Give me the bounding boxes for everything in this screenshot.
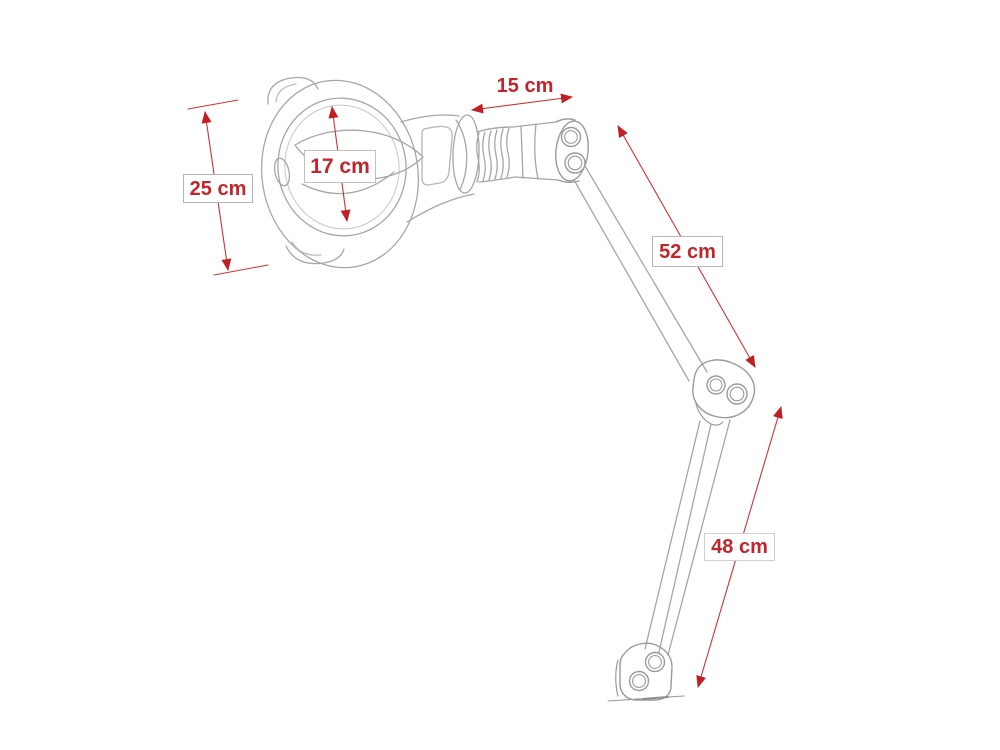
dimension-label-lower-arm: 48 cm (704, 533, 775, 561)
base-bracket-drawing (607, 642, 685, 702)
dimension-label-head-height: 25 cm (183, 174, 253, 203)
dimension-arrow-head-depth (471, 93, 573, 114)
flex-coupling-drawing (400, 114, 559, 223)
upper-arm-drawing (573, 165, 708, 382)
dimension-label-head-depth: 15 cm (496, 75, 554, 97)
dimension-label-upper-arm: 52 cm (652, 236, 723, 267)
elbow-joint-drawing (692, 359, 756, 426)
dimension-annotations (187, 93, 783, 688)
dimension-label-lens-diameter: 17 cm (304, 150, 376, 183)
arm-hinge-drawing (555, 118, 589, 183)
